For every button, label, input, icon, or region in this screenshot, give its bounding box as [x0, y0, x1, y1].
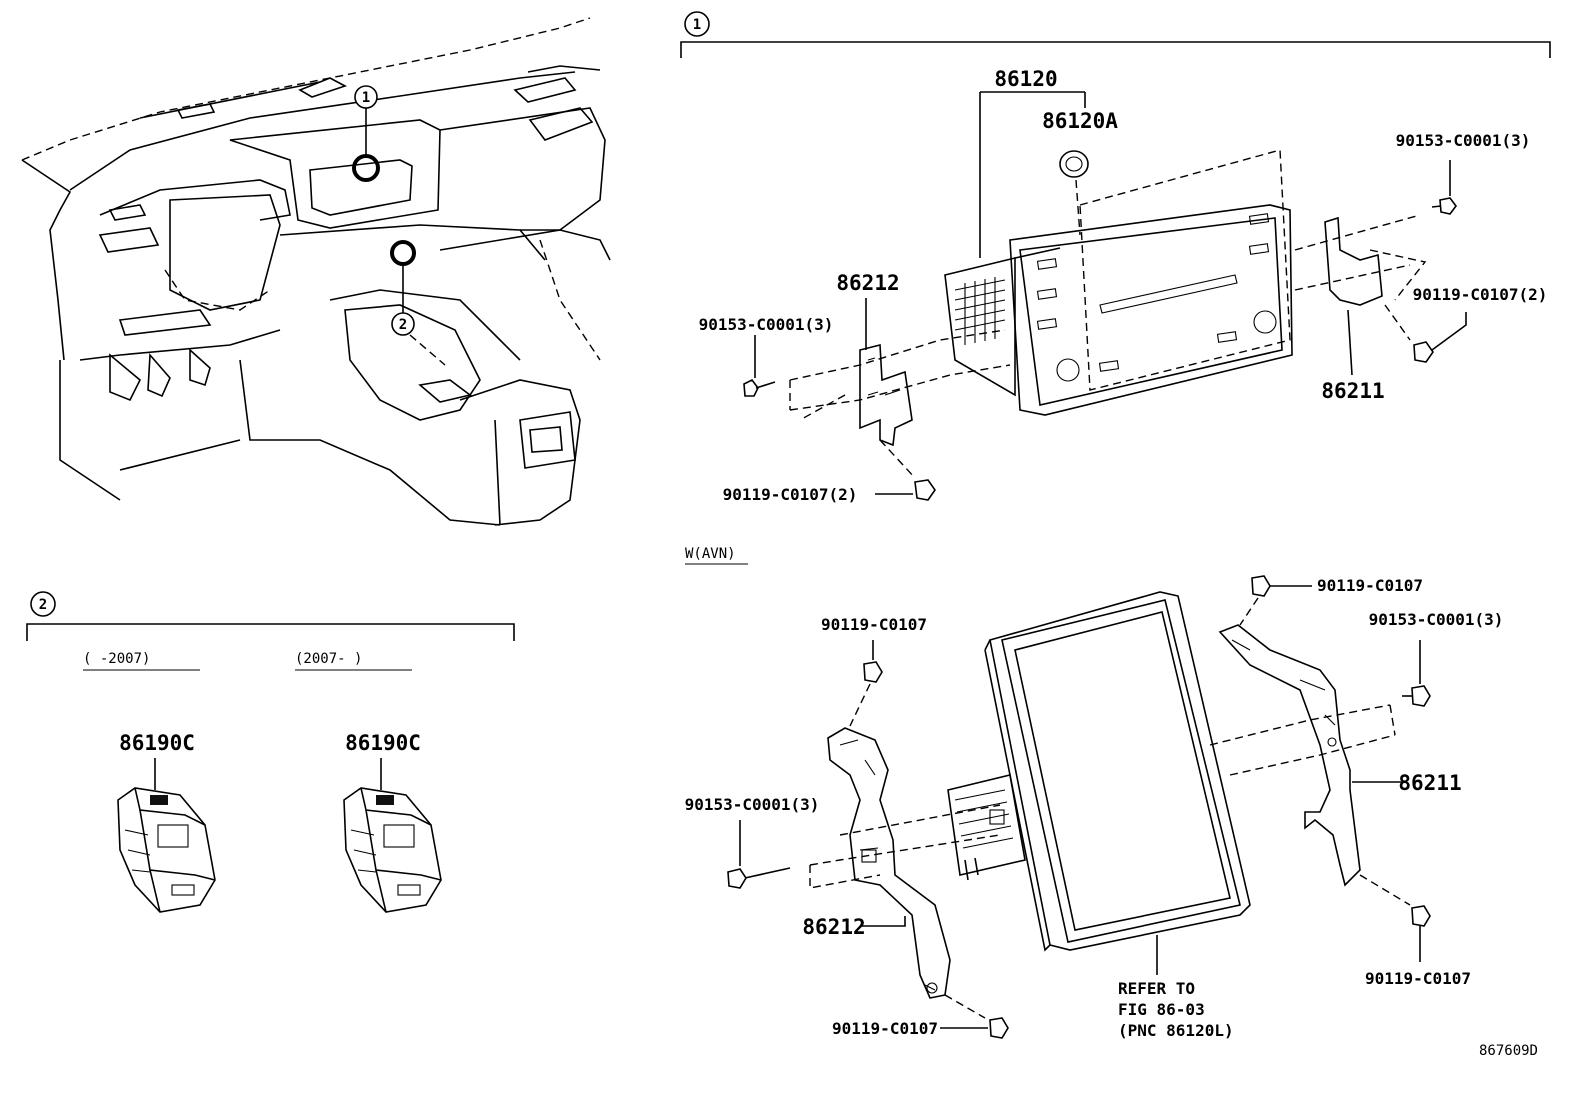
label-avn-90119-top-left: 90119-C0107 — [821, 615, 927, 634]
figure-id: 867609D — [1479, 1043, 1538, 1059]
label-86120: 86120 — [994, 67, 1057, 91]
refer-to-line-1: REFER TO — [1118, 979, 1195, 998]
panel-1-bracket: 1 — [680, 11, 1551, 58]
label-86212: 86212 — [836, 271, 899, 295]
label-avn-90153-left: 90153-C0001(3) — [685, 795, 820, 814]
switch-86190C-right — [343, 758, 442, 913]
callout-1-marker: 1 — [354, 85, 378, 109]
panel-2-number: 2 — [39, 597, 47, 613]
callout-1-label: 1 — [362, 90, 370, 106]
callout-2-label: 2 — [399, 317, 407, 333]
label-90153-top-right: 90153-C0001(3) — [1396, 131, 1531, 150]
bolt-left-90153 — [743, 335, 776, 397]
avn-chassis-vents — [954, 789, 1014, 849]
range-right: (2007- ) — [295, 651, 362, 667]
avn-bracket-86212 — [827, 727, 951, 999]
panel-2-bracket: 2 — [26, 591, 515, 641]
callout-2-marker: 2 — [391, 312, 415, 336]
label-90153-left: 90153-C0001(3) — [699, 315, 834, 334]
bracket-86211 — [1294, 214, 1427, 376]
refer-to-line-2: FIG 86-03 — [1118, 1000, 1205, 1019]
volume-knob-right — [1253, 310, 1277, 334]
refer-to-line-3: (PNC 86120L) — [1118, 1021, 1234, 1040]
avn-screw-top-left-90119 — [849, 640, 883, 727]
dashboard-illustration — [21, 17, 611, 526]
screw-bottom-90119 — [875, 439, 936, 501]
volume-knob-left — [1056, 358, 1080, 382]
audio-head-unit — [944, 91, 1293, 416]
label-90119-bottom: 90119-C0107(2) — [723, 485, 858, 504]
label-avn-86212: 86212 — [802, 915, 865, 939]
label-avn-90119-bottom-right: 90119-C0107 — [1365, 969, 1471, 988]
avn-bolt-left-90153 — [727, 820, 791, 889]
front-panel-buttons — [1036, 213, 1270, 372]
range-left: ( -2007) — [83, 651, 150, 667]
label-86120A: 86120A — [1042, 109, 1118, 133]
label-avn-90119-bottom-left: 90119-C0107 — [832, 1019, 938, 1038]
label-86211: 86211 — [1321, 379, 1384, 403]
avn-display-unit — [809, 591, 1396, 975]
label-avn-90153-right: 90153-C0001(3) — [1369, 610, 1504, 629]
label-86190C-left: 86190C — [119, 731, 195, 755]
avn-bracket-86211 — [1218, 624, 1402, 887]
screw-right-90119 — [1384, 304, 1467, 363]
label-avn-90119-top-right: 90119-C0107 — [1317, 576, 1423, 595]
bracket-86212 — [789, 298, 1011, 447]
bolt-top-right-90153 — [1431, 160, 1457, 215]
knob-86120A — [1059, 150, 1089, 178]
chassis-vent-grid — [954, 277, 1006, 345]
label-90119-right: 90119-C0107(2) — [1413, 285, 1548, 304]
switch-86190C-left — [117, 758, 216, 913]
label-86190C-right: 86190C — [345, 731, 421, 755]
avn-screw-top-right-90119 — [1239, 575, 1312, 626]
avn-screw-bottom-right-90119 — [1359, 874, 1431, 962]
avn-bolt-right-90153 — [1402, 640, 1431, 707]
avn-screw-bottom-left-90119 — [940, 994, 1009, 1039]
label-avn-86211: 86211 — [1398, 771, 1461, 795]
avn-heading: W(AVN) — [685, 546, 736, 562]
panel-1-number: 1 — [693, 17, 701, 33]
